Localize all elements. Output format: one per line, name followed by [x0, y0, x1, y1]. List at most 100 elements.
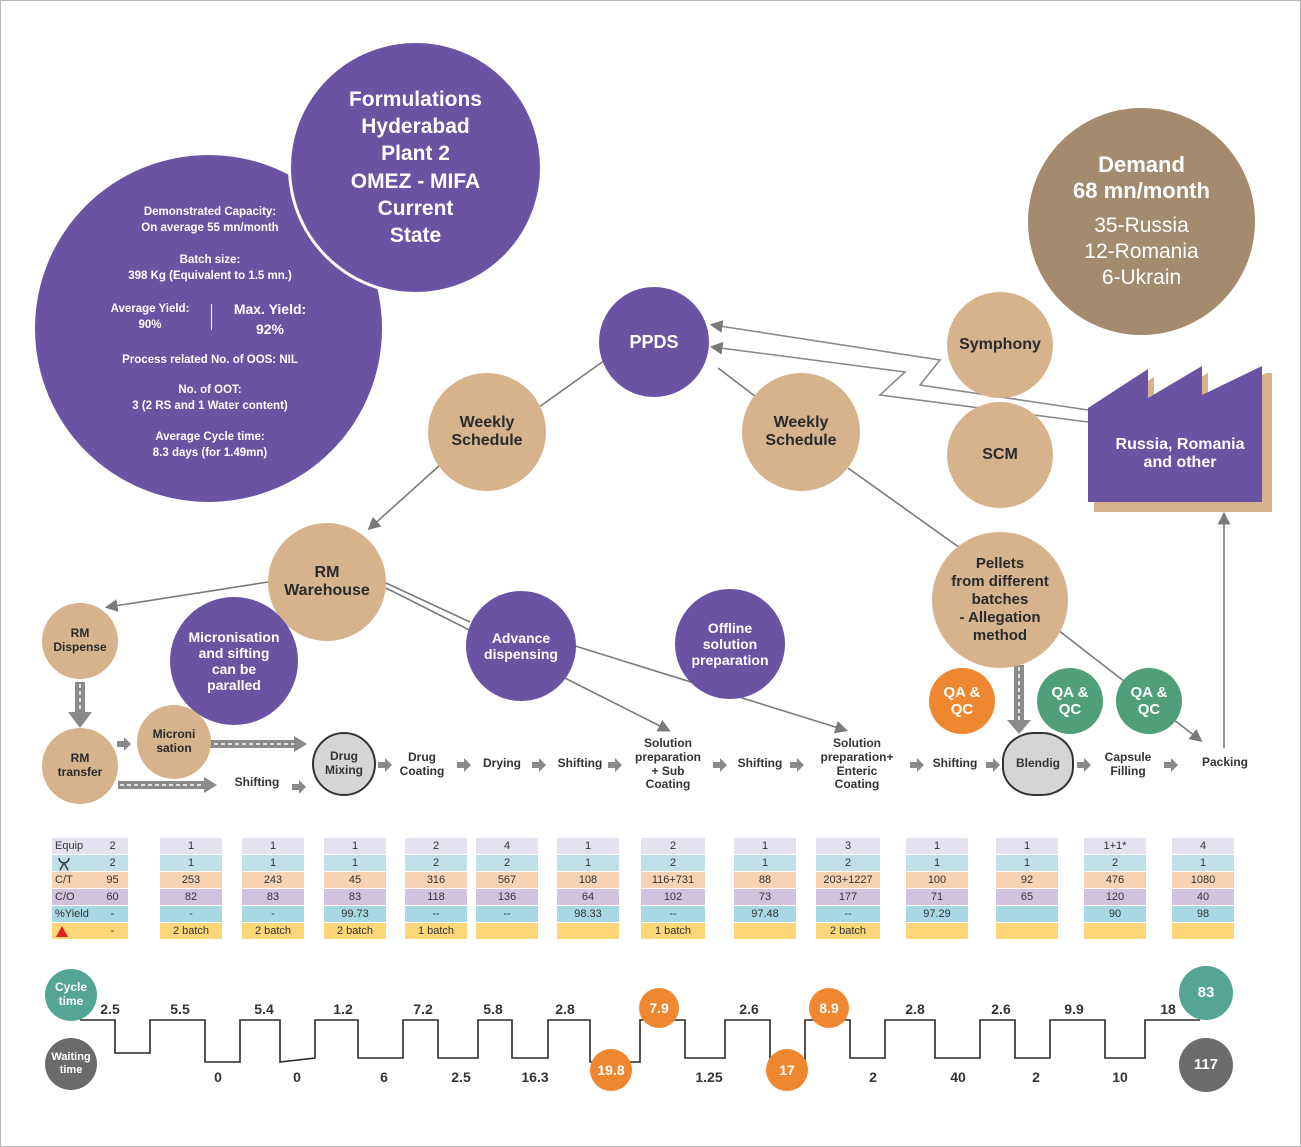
metric-cell: 203+1227: [816, 872, 880, 889]
metric-cell: 1: [1172, 855, 1234, 872]
title-line: Hyderabad: [361, 114, 470, 138]
metric-cell: 118: [405, 889, 467, 906]
qa-qc-3: QA & QC: [1116, 668, 1182, 734]
metric-cell: 1 batch: [641, 923, 705, 940]
metric-cell: 120: [1084, 889, 1146, 906]
cycle-time-highlight: 8.9: [809, 988, 849, 1028]
metric-cell: 2 batch: [242, 923, 304, 940]
metric-cell: 108: [557, 872, 619, 889]
metric-cell: 2: [405, 838, 467, 855]
metric-cell: --: [476, 906, 538, 923]
ppds-to-weekly-right: [717, 367, 761, 401]
cycle-time-value: 1.2: [333, 1001, 353, 1017]
metric-cell: 3: [816, 838, 880, 855]
metric-cell: 2: [405, 855, 467, 872]
metric-cell: 100: [906, 872, 968, 889]
metric-cell: 116+731: [641, 872, 705, 889]
waiting-time-value: 0: [293, 1069, 301, 1085]
metric-cell: 1: [906, 855, 968, 872]
metric-cell: 2: [52, 855, 128, 872]
metric-cell: 253: [160, 872, 222, 889]
metric-row-label: %Yield: [55, 908, 89, 920]
average-cycle-time: Average Cycle time: 8.3 days (for 1.49mn…: [152, 431, 268, 459]
timeline-line: [80, 1019, 1200, 1063]
metric-cell: 1: [160, 855, 222, 872]
rm-transfer: RM transfer: [42, 728, 118, 804]
drug-mixing: Drug Mixing: [312, 732, 376, 796]
pellets-node: Pellets from different batches - Allegat…: [932, 532, 1068, 668]
metric-cell: 2: [476, 855, 538, 872]
micronisation-node: Microni sation: [137, 705, 211, 779]
waiting-time-highlight: 19.8: [590, 1049, 632, 1091]
metric-cell: 83: [324, 889, 386, 906]
oot-count: No. of OOT: 3 (2 RS and 1 Water content): [132, 384, 288, 412]
cycle-time-value: 2.8: [555, 1001, 575, 1017]
metric-cell: 97.29: [906, 906, 968, 923]
qa-qc-1: QA & QC: [929, 668, 995, 734]
cycle-time-value: 2.6: [991, 1001, 1011, 1017]
metric-cell: [476, 923, 538, 940]
metric-cell: 65: [996, 889, 1058, 906]
metric-cell: 1: [160, 838, 222, 855]
push-arrow-pellets: [1014, 665, 1024, 723]
cycle-time-label: Cycle time: [45, 969, 97, 1021]
metric-cell: 1: [734, 855, 796, 872]
metric-cell: [1084, 923, 1146, 940]
waiting-time-value: 1.25: [695, 1069, 723, 1085]
symphony-node: Symphony: [947, 292, 1053, 398]
metric-cell: 4: [1172, 838, 1234, 855]
title-line: Formulations: [348, 87, 482, 111]
waiting-time-value: 0: [214, 1069, 222, 1085]
total-cycle-time: 83: [1179, 966, 1233, 1020]
metric-value: -: [110, 908, 115, 920]
metric-cell: 1 batch: [405, 923, 467, 940]
cycle-time-value: 9.9: [1064, 1001, 1084, 1017]
metric-cell: 2: [641, 838, 705, 855]
step-shifting-1: Shifting: [234, 775, 280, 789]
metric-cell: 83: [242, 889, 304, 906]
metric-cell: 1080: [1172, 872, 1234, 889]
title-line: Plant 2: [381, 142, 450, 166]
title-line: State: [389, 224, 442, 248]
metric-cell: 45: [324, 872, 386, 889]
metric-cell: 64: [557, 889, 619, 906]
cycle-time-value: 5.8: [483, 1001, 503, 1017]
push-arrow-dispense: [75, 682, 85, 712]
metric-cell: -: [52, 923, 128, 940]
metric-cell: 99.73: [324, 906, 386, 923]
cycle-time-value: 18: [1160, 1001, 1176, 1017]
metric-cell: 73: [734, 889, 796, 906]
metric-value: -: [110, 925, 115, 937]
metric-cell: 1: [557, 838, 619, 855]
waiting-time-value: 2.5: [451, 1069, 471, 1085]
metric-cell: 98.33: [557, 906, 619, 923]
cycle-time-highlight: 7.9: [639, 988, 679, 1028]
waiting-time-value: 40: [950, 1069, 966, 1085]
weekly-to-warehouse: [367, 464, 441, 531]
ppds-node: PPDS: [599, 287, 709, 397]
waiting-time-value: 2: [869, 1069, 877, 1085]
metric-cell: 177: [816, 889, 880, 906]
cycle-time-value: 2.8: [905, 1001, 925, 1017]
metric-cell: 1: [324, 838, 386, 855]
inventory-triangle-icon: [52, 923, 97, 939]
metric-cell: -: [242, 906, 304, 923]
metric-cell: --: [405, 906, 467, 923]
metric-cell: 102: [641, 889, 705, 906]
weekly-schedule-right: Weekly Schedule: [742, 373, 860, 491]
max-yield: Max. Yield: 92%: [233, 301, 307, 337]
step-drug-coating: Drug Coating: [399, 750, 445, 778]
metric-cell: 2 batch: [160, 923, 222, 940]
metric-cell: 1: [996, 855, 1058, 872]
demand-circle: Demand 68 mn/month 35-Russia 12-Romania …: [1028, 108, 1255, 335]
metric-cell: 2 batch: [816, 923, 880, 940]
demand-title: Demand 68 mn/month: [1073, 151, 1210, 204]
